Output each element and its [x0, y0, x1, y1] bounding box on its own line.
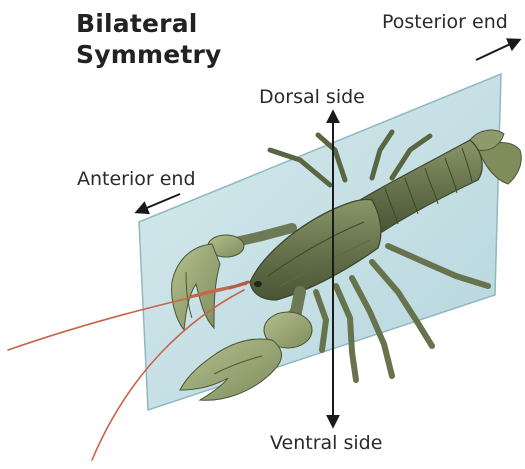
posterior-arrow: [476, 40, 519, 60]
eye: [254, 281, 262, 287]
